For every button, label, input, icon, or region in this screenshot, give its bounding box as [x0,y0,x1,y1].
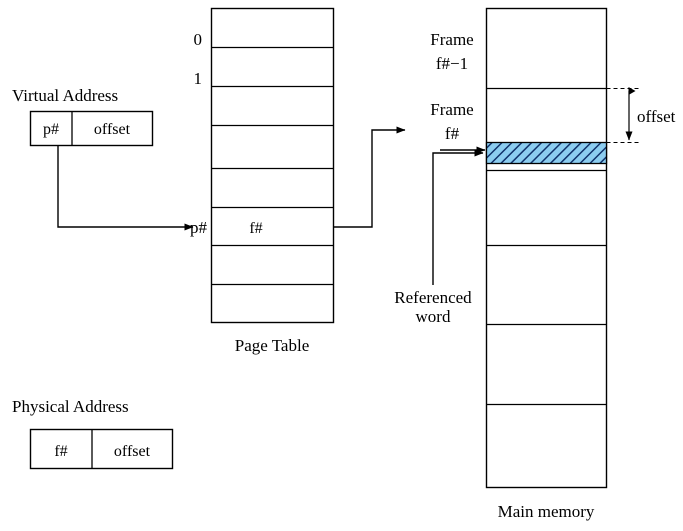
page-table-entry-frame-number: f# [249,220,262,237]
offset-dimension-group: offset [606,87,676,144]
connector-referenced-word-to-band [432,149,484,285]
virtual-address-group: Virtual Address p# offset [12,86,154,147]
page-table-row-label-1: 1 [194,69,203,88]
page-table-row-label-p: p# [190,218,208,237]
connector-virtual-address-to-page-table [57,145,194,231]
physical-address-caption: Physical Address [12,397,129,416]
connector-page-table-to-frame [333,126,406,228]
virtual-address-page-number-field: p# [43,121,59,138]
frame-label-previous-line2: f#−1 [436,54,468,73]
referenced-word-label-line1: Referenced [394,288,472,307]
referenced-word-group: Referenced word [394,149,484,326]
physical-address-group: Physical Address f# offset [12,397,174,470]
page-table-row-label-0: 0 [194,30,203,49]
physical-address-frame-number-field: f# [54,443,67,460]
frame-label-current-line2: f# [445,124,460,143]
physical-address-box [29,428,174,470]
virtual-address-offset-field: offset [94,121,131,138]
main-memory-group: Frame f#−1 Frame f# Main memory [430,7,608,521]
page-table-caption: Page Table [235,336,310,355]
offset-dimension-label: offset [637,107,676,126]
main-memory-box [485,7,608,489]
virtual-address-box [29,110,154,147]
referenced-word-label-line2: word [416,307,451,326]
page-table-box [210,7,335,324]
frame-label-current-line1: Frame [430,100,473,119]
referenced-word-highlight-band [485,141,608,165]
page-table-group: 0 1 p# f# Page Table [190,7,335,355]
virtual-address-caption: Virtual Address [12,86,118,105]
main-memory-caption: Main memory [498,502,595,521]
physical-address-offset-field: offset [114,443,151,460]
frame-label-previous-line1: Frame [430,30,473,49]
